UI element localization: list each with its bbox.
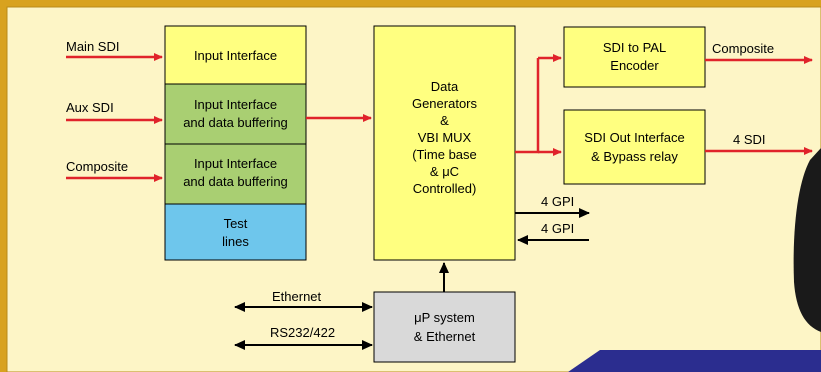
sdi-out-label-2: & Bypass relay [591,149,678,164]
generator-label-6: & μC [430,164,459,179]
test-lines-label-2: lines [222,234,249,249]
aux-sdi-label: Aux SDI [66,100,114,115]
composite-output-label: Composite [712,41,774,56]
main-sdi-label: Main SDI [66,39,119,54]
ethernet-label: Ethernet [272,289,322,304]
generator-label-7: Controlled) [413,181,477,196]
sdi-out-block [563,109,706,185]
pal-encoder-label-1: SDI to PAL [603,40,666,55]
pal-encoder-label-2: Encoder [610,58,659,73]
composite-input-block [164,143,307,205]
composite-input-label-2: and data buffering [183,174,288,189]
gpi-out-label: 4 GPI [541,194,574,209]
aux-input-label-1: Input Interface [194,97,277,112]
aux-input-block [164,83,307,145]
sdi-out-label-1: SDI Out Interface [584,130,684,145]
pal-encoder-block [563,26,706,88]
generator-label-5: (Time base [412,147,477,162]
up-system-block [373,291,516,363]
rs232-label: RS232/422 [270,325,335,340]
generator-label-3: & [440,113,449,128]
composite-input-text: Composite [66,159,128,174]
up-system-label-1: μP system [414,310,475,325]
device-image [793,148,821,332]
sdi-output-label: 4 SDI [733,132,766,147]
test-lines-label-1: Test [224,216,248,231]
generator-label-2: Generators [412,96,478,111]
input-interface-label: Input Interface [194,48,277,63]
up-system-label-2: & Ethernet [414,329,476,344]
navy-band [568,350,821,372]
generator-label-1: Data [431,79,459,94]
gpi-in-label: 4 GPI [541,221,574,236]
generator-label-4: VBI MUX [418,130,472,145]
aux-input-label-2: and data buffering [183,115,288,130]
test-lines-block [164,203,307,261]
composite-input-label-1: Input Interface [194,156,277,171]
data-generator-block [373,25,516,261]
